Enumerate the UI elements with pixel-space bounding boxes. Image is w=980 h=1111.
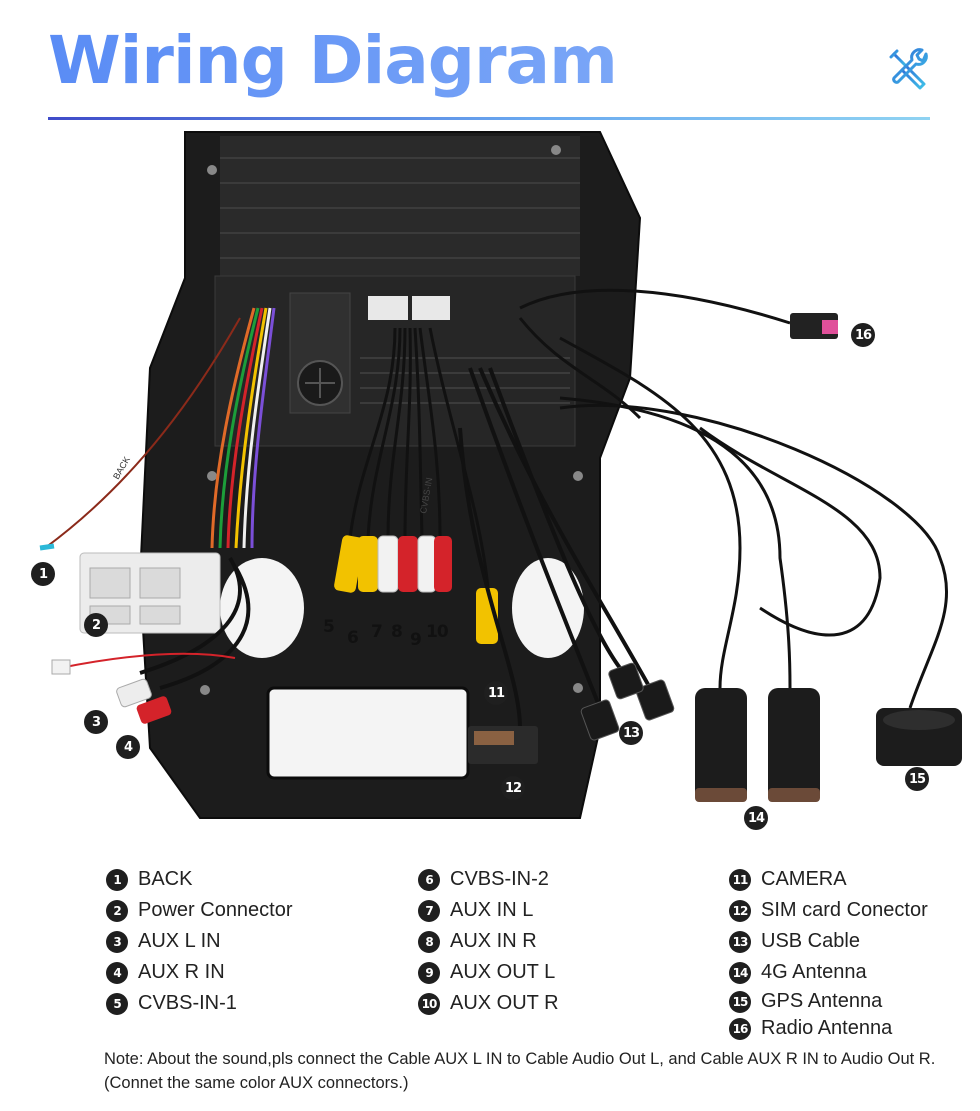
power-harness-wires (44, 307, 276, 549)
legend-label: CVBS-IN-1 (138, 992, 237, 1014)
legend-number: 7 (418, 899, 440, 922)
legend-column-1: 1 BACK 2 Power Connector 3 AUX L IN 4 AUX R … (106, 864, 293, 1019)
legend-label: AUX OUT R (450, 992, 559, 1014)
legend-item-power-connector: 2 Power Connector (106, 895, 293, 926)
legend-number: 14 (729, 961, 751, 984)
title-divider (48, 117, 930, 120)
callout-3: 3 (84, 710, 108, 734)
legend-item-aux-r-in: 4 AUX R IN (106, 957, 293, 988)
callout-7: 7 (371, 622, 383, 642)
sound-connection-note: Note: About the sound,pls connect the Ca… (104, 1050, 936, 1092)
legend-number: 2 (106, 899, 128, 922)
legend-label: Power Connector (138, 899, 293, 921)
legend-label: AUX OUT L (450, 961, 556, 983)
callout-8: 8 (391, 622, 403, 642)
legend-item-gps-antenna: 15 GPS Antenna (729, 988, 928, 1015)
legend-label: AUX R IN (138, 961, 225, 983)
back-wire-tip (39, 543, 55, 551)
legend-label: GPS Antenna (761, 990, 883, 1012)
legend-item-sim-card: 12 SIM card Conector (729, 895, 928, 926)
legend-item-aux-l-in: 3 AUX L IN (106, 926, 293, 957)
sim-card-connector (458, 427, 538, 764)
legend-label: AUX IN R (450, 930, 537, 952)
legend-label: BACK (138, 868, 193, 890)
legend-number: 12 (729, 899, 751, 922)
callout-14: 14 (744, 806, 768, 830)
usb-cables (468, 367, 652, 709)
legend-number: 5 (106, 992, 128, 1015)
aux-in-cables (139, 556, 251, 690)
rca-cables (348, 327, 490, 589)
legend-number: 8 (418, 930, 440, 953)
legend-item-aux-in-l: 7 AUX IN L (418, 895, 559, 926)
legend-number: 6 (418, 868, 440, 891)
page-title: Wiring Diagram (48, 22, 618, 99)
legend-item-usb-cable: 13 USB Cable (729, 926, 928, 957)
legend-item-4g-antenna: 14 4G Antenna (729, 957, 928, 988)
legend-label: 4G Antenna (761, 961, 867, 983)
power-connector-block (79, 552, 221, 634)
legend-label: AUX L IN (138, 930, 221, 952)
legend-label: CAMERA (761, 868, 847, 890)
back-tag-text: BACK (111, 455, 132, 481)
legend-number: 15 (729, 990, 751, 1013)
legend-label: USB Cable (761, 930, 860, 952)
legend-item-cvbs-in-2: 6 CVBS-IN-2 (418, 864, 559, 895)
callout-6: 6 (347, 628, 359, 648)
legend-label: SIM card Conector (761, 899, 928, 921)
gps-antenna (876, 708, 962, 766)
legend-number: 1 (106, 868, 128, 891)
legend-item-aux-out-l: 9 AUX OUT L (418, 957, 559, 988)
legend-number: 4 (106, 961, 128, 984)
legend-number: 13 (729, 930, 751, 953)
callout-1: 1 (31, 562, 55, 586)
callout-11: 11 (484, 681, 508, 705)
callout-12: 12 (501, 776, 525, 800)
legend-item-aux-out-r: 10 AUX OUT R (418, 988, 559, 1019)
callout-10: 10 (426, 622, 449, 642)
rca-plugs (334, 535, 498, 644)
4g-antenna-right (768, 688, 820, 802)
legend-label: Radio Antenna (761, 1017, 893, 1039)
tools-icon (889, 48, 928, 90)
legend-number: 16 (729, 1017, 751, 1040)
head-unit-diagram: BACK CVBS-IN (39, 131, 962, 819)
legend-item-radio-antenna: 16 Radio Antenna (729, 1015, 928, 1042)
legend-label: AUX IN L (450, 899, 534, 921)
legend-number: 9 (418, 961, 440, 984)
callout-15: 15 (905, 767, 929, 791)
legend-number: 11 (729, 868, 751, 891)
legend-item-aux-in-r: 8 AUX IN R (418, 926, 559, 957)
callout-5: 5 (323, 617, 335, 637)
legend-item-back: 1 BACK (106, 864, 293, 895)
legend-column-3: 11 CAMERA 12 SIM card Conector 13 USB Cable… (729, 864, 928, 1042)
antenna-cables (559, 336, 949, 709)
callout-9: 9 (410, 630, 422, 650)
callout-16: 16 (851, 323, 875, 347)
legend-item-cvbs-in-1: 5 CVBS-IN-1 (106, 988, 293, 1019)
callout-4: 4 (116, 735, 140, 759)
legend-item-camera: 11 CAMERA (729, 864, 928, 895)
callout-2: 2 (84, 613, 108, 637)
legend-number: 3 (106, 930, 128, 953)
legend-number: 10 (418, 992, 440, 1015)
legend-label: CVBS-IN-2 (450, 868, 549, 890)
4g-antenna-left (695, 688, 747, 802)
head-unit-back-panel (138, 131, 642, 819)
callout-13: 13 (619, 721, 643, 745)
